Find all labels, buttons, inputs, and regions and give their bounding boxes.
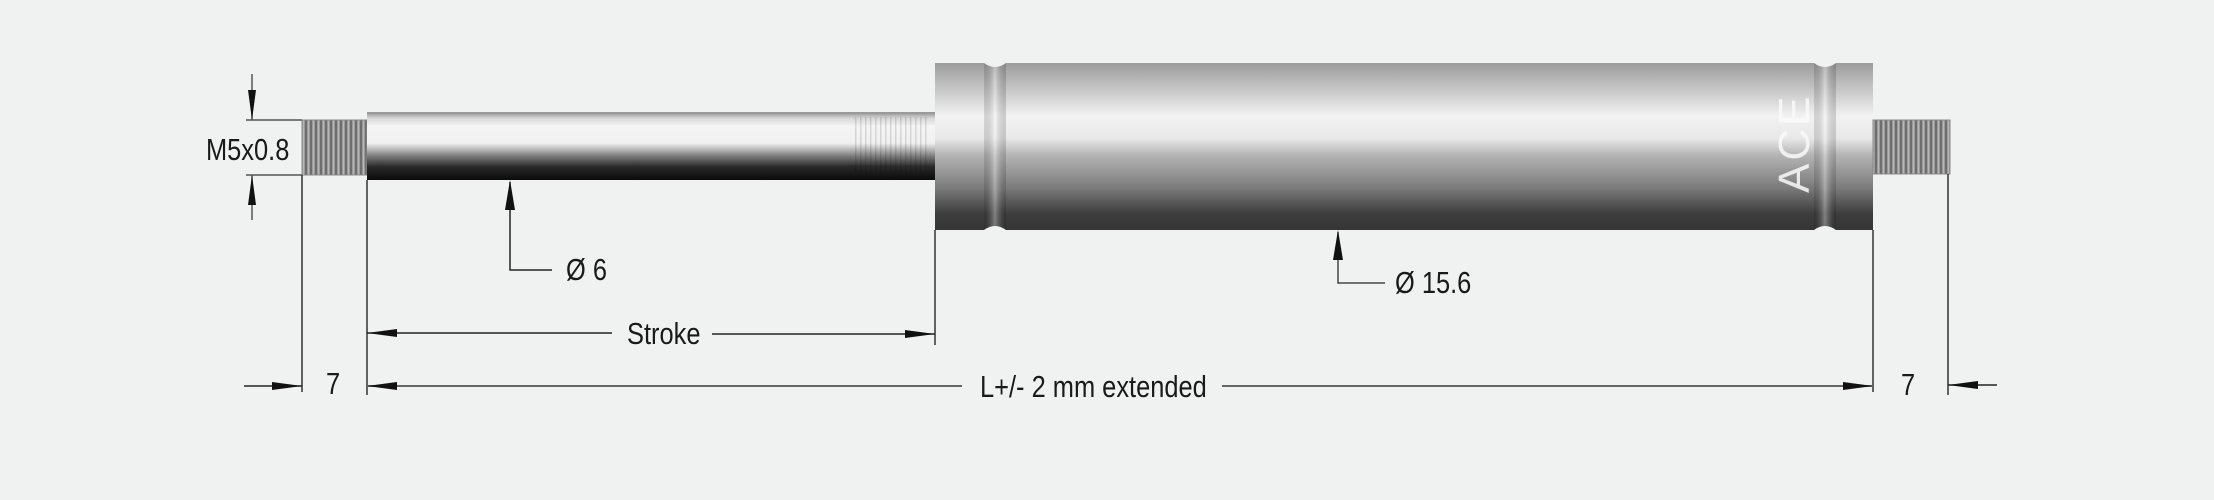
extension-lines [301,174,1949,395]
right-thread-length-label: 7 [1901,367,1916,402]
rod-diameter-label: Ø 6 [566,252,607,287]
stroke-label: Stroke [627,316,701,351]
cylinder-body [935,63,1873,230]
left-thread [301,119,368,176]
thread-diameter-dimension [246,74,302,220]
right-thread [1872,119,1951,175]
rod-diameter-leader [505,180,552,271]
overall-length-label: L+/- 2 mm extended [980,369,1207,404]
stroke-dimension-line [367,329,935,338]
piston-rod [367,112,935,180]
body-diameter-leader [1333,230,1385,284]
brand-logo: ACE [1770,93,1819,193]
left-thread-length-label: 7 [326,366,341,401]
body-diameter-label: Ø 15.6 [1395,265,1472,300]
thread-size-label: M5x0.8 [206,132,290,167]
